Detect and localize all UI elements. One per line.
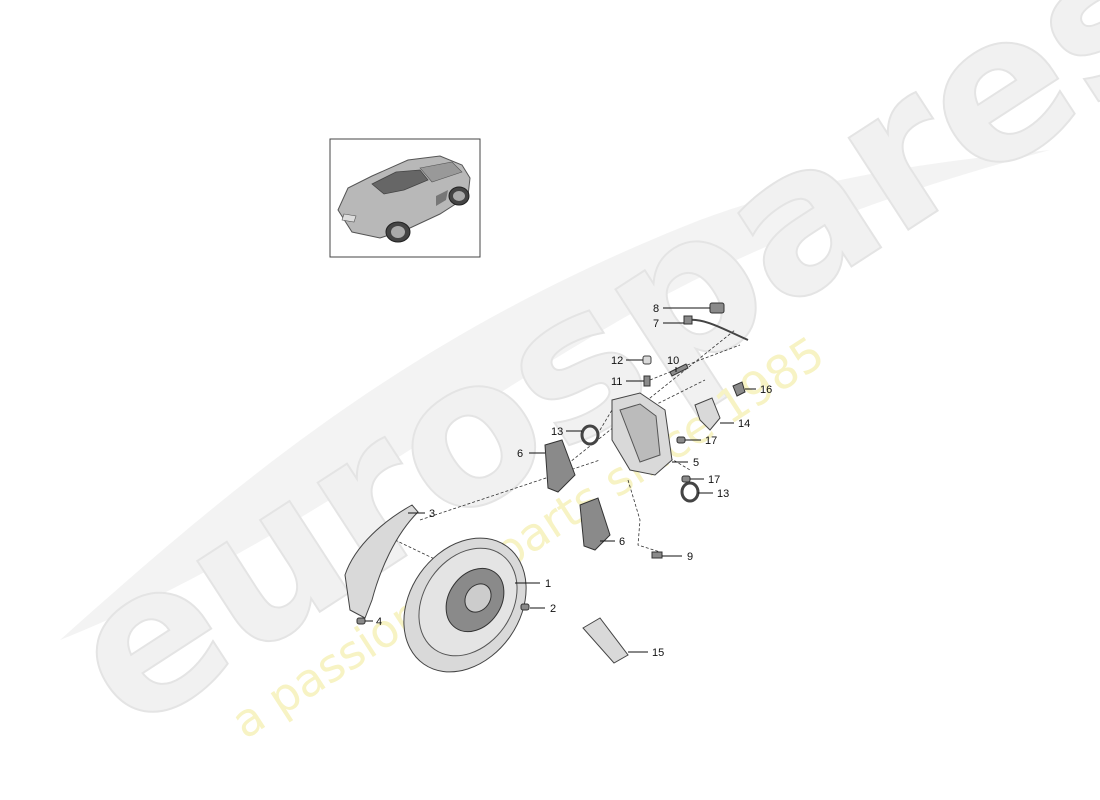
seal-lower[interactable] — [680, 481, 700, 503]
callout-9: 9 — [687, 551, 693, 563]
callout-7: 7 — [653, 318, 659, 330]
touch-up-paint[interactable] — [582, 617, 629, 664]
wear-sensor-cable[interactable] — [683, 315, 749, 341]
car-thumbnail-icon — [337, 155, 471, 243]
callouts: 1 2 3 4 5 6 6 7 8 9 10 11 12 — [365, 303, 772, 659]
caliper-bolt[interactable] — [669, 363, 689, 377]
callout-17-upper: 17 — [705, 435, 717, 447]
bleeder-cap[interactable] — [642, 355, 652, 365]
watermark-brand: eurospares — [29, 0, 1100, 775]
callout-14: 14 — [738, 418, 750, 430]
cover-screw[interactable] — [356, 617, 366, 625]
car-thumbnail — [329, 138, 481, 258]
callout-6-lower: 6 — [619, 536, 625, 548]
callout-10: 10 — [667, 355, 679, 367]
screw-lower[interactable] — [681, 475, 691, 483]
brake-cover-plate[interactable] — [344, 504, 419, 619]
bleeder-valve[interactable] — [643, 375, 651, 387]
callout-5: 5 — [693, 457, 699, 469]
sensor-bracket[interactable] — [694, 397, 721, 431]
brake-disc[interactable] — [379, 514, 552, 695]
callout-3: 3 — [429, 508, 435, 520]
callout-1: 1 — [545, 578, 551, 590]
brake-caliper[interactable] — [611, 392, 673, 476]
callout-17-lower: 17 — [708, 474, 720, 486]
wear-sensor-lower[interactable] — [651, 551, 663, 559]
retaining-clip[interactable] — [732, 381, 746, 397]
watermark-swoosh — [60, 150, 1050, 640]
callout-12: 12 — [611, 355, 623, 367]
callout-15: 15 — [652, 647, 664, 659]
watermark: eurospares a passion for parts since 198… — [28, 0, 1100, 776]
callout-2: 2 — [550, 603, 556, 615]
callout-6-upper: 6 — [517, 448, 523, 460]
seal-upper[interactable] — [580, 424, 600, 446]
callout-13-upper: 13 — [551, 426, 563, 438]
disc-screw[interactable] — [520, 603, 530, 611]
callout-4: 4 — [376, 616, 382, 628]
brake-pad-lower[interactable] — [579, 497, 611, 551]
callout-13-lower: 13 — [717, 488, 729, 500]
callout-8: 8 — [653, 303, 659, 315]
brake-pad-upper[interactable] — [544, 439, 576, 493]
screw-upper[interactable] — [676, 436, 686, 444]
wear-sensor-connector[interactable] — [709, 302, 725, 314]
callout-11: 11 — [611, 376, 622, 388]
callout-16: 16 — [760, 384, 772, 396]
